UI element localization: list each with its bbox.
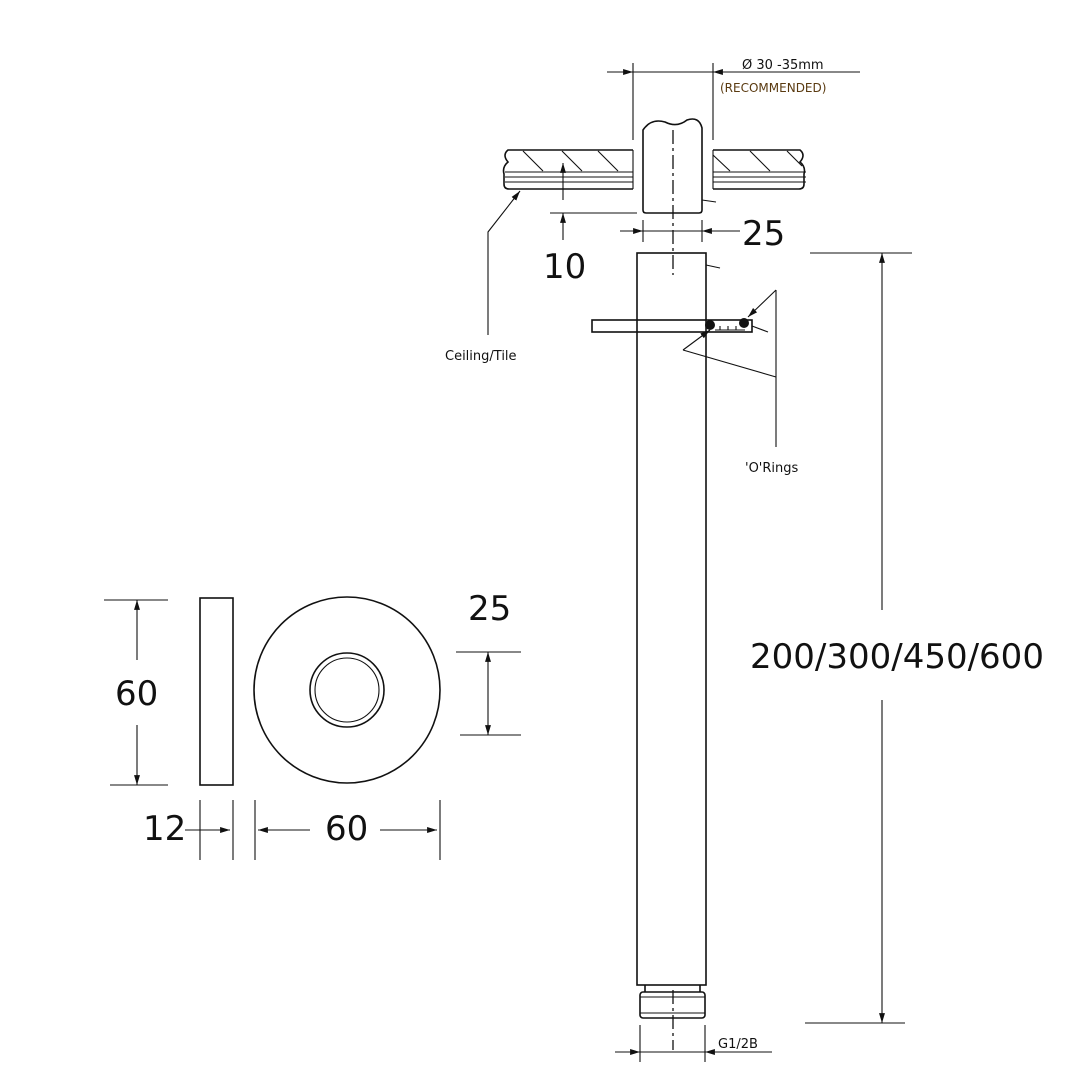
flange-depth-label: 12: [143, 809, 186, 849]
hole-diameter-label: Ø 30 -35mm: [742, 58, 824, 73]
flange-width-label: 60: [325, 809, 368, 849]
flange-hole-label: 25: [468, 589, 511, 629]
oring-label: 'O'Rings: [745, 461, 799, 476]
ceiling-depth-label: 10: [543, 247, 586, 287]
flange-side-view: 60 12: [104, 597, 234, 860]
flange-front-view: 60 25: [253, 589, 521, 860]
ceiling-label: Ceiling/Tile: [445, 349, 517, 364]
flange-section: 'O'Rings: [591, 289, 799, 476]
o-ring-icon: [739, 318, 749, 328]
flange-height-label: 60: [115, 674, 158, 714]
thread-label: G1/2B: [718, 1037, 758, 1052]
pipe-diameter-label: 25: [742, 214, 785, 254]
ceiling-leader: Ceiling/Tile: [445, 190, 521, 364]
pipe-diameter-dimension: 25: [620, 214, 785, 254]
ceiling-depth-dimension: 10: [543, 163, 637, 287]
ceiling-section: [502, 149, 806, 190]
hole-diameter-dimension: Ø 30 -35mm (RECOMMENDED): [607, 58, 860, 140]
inlet-pipe: [642, 118, 717, 275]
shower-arm-tube: [636, 252, 721, 1050]
length-label: 200/300/450/600: [750, 637, 1044, 677]
thread-dimension: G1/2B: [615, 1025, 772, 1062]
hole-note-label: (RECOMMENDED): [720, 81, 826, 95]
length-dimension: 200/300/450/600: [750, 252, 1044, 1024]
o-ring-icon: [705, 320, 715, 330]
